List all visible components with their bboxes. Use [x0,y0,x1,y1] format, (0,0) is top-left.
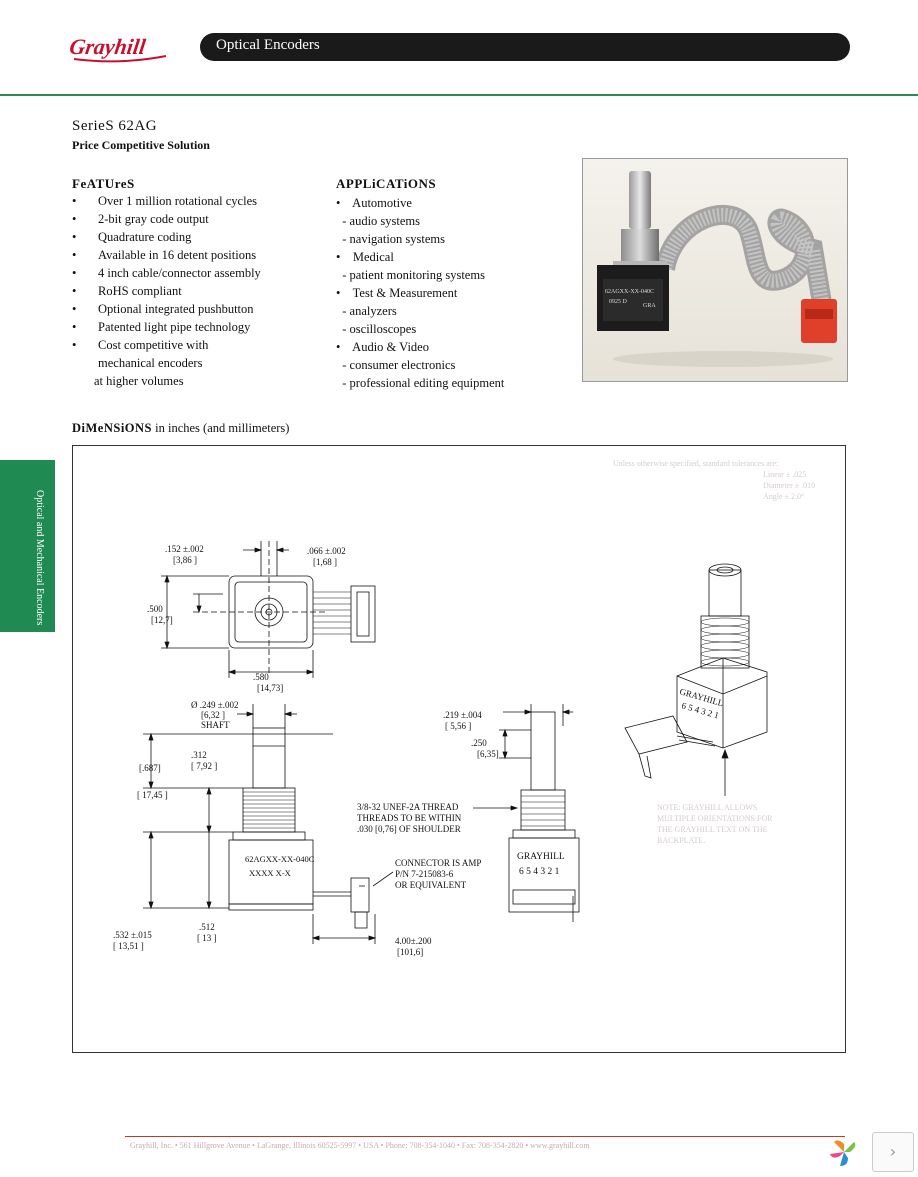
viewer-logo-icon [822,1132,868,1172]
note-thread-2: THREADS TO BE WITHIN [357,813,462,823]
list-item: •2-bit gray code output [72,212,209,226]
tolerance-angle: Angle ± 2.0° [763,492,804,501]
dim-400-mm: [101,6] [397,947,423,957]
iso-note-4: BACKPLATE. [657,836,705,845]
list-item: •Patented light pipe technology [72,320,251,334]
dim-532: .532 ±.015 [113,930,152,940]
dim-312-mm: [ 7,92 ] [191,761,217,771]
list-item: - navigation systems [336,232,446,246]
list-item: • Medical [336,250,394,264]
list-item: - analyzers [336,304,397,318]
dim-219-mm: [ 5,56 ] [445,721,471,731]
dim-250-mm: [6,35] [477,749,499,759]
dimension-drawing: Unless otherwise specified, standard tol… [72,445,846,1053]
list-item: •Quadrature coding [72,230,192,244]
applications-list: • Automotive - audio systems - navigatio… [336,194,504,392]
dim-shaft-dia-mm: [6,32 ] [201,710,225,720]
photo-part-label: 62AGXX-XX-040C [605,289,654,295]
features-heading: FeATUreS [72,176,135,191]
dim-580: .580 [253,672,269,682]
list-item: - consumer electronics [336,358,456,372]
dim-shaft-dia: Ø .249 ±.002 [191,700,238,710]
front-brand: GRAYHILL [517,852,565,862]
note-thread-1: 3/8-32 UNEF-2A THREAD [357,802,459,812]
list-item: •RoHS compliant [72,284,182,298]
product-photo: 62AGXX-XX-040C 0925 D GRA [582,158,848,382]
dimensions-heading: DiMeNSiONS in inches (and millimeters) [72,421,290,435]
list-item: •Over 1 million rotational cycles [72,194,257,208]
header-bar: Optical Encoders [200,33,850,61]
iso-note-1: NOTE: GRAYHILL ALLOWS [657,803,757,812]
next-page-button[interactable]: › [872,1132,914,1172]
iso-note-2: MULTIPLE ORIENTATIONS FOR [657,814,773,823]
list-item: •Cost competitive with [72,338,209,352]
note-thread-3: .030 [0,76] OF SHOULDER [357,824,461,834]
dim-512-mm: [ 13 ] [197,933,217,943]
list-item: •4 inch cable/connector assembly [72,266,261,280]
dim-066-mm: [1,68 ] [313,557,337,567]
page-title: Optical Encoders [216,37,320,53]
applications-heading: APPLiCATiONS [336,176,437,191]
grayhill-logo: Grayhill [68,30,170,66]
dim-066: .066 ±.002 [307,546,346,556]
list-item: - professional editing equipment [336,376,505,390]
dim-687: [.687] [139,763,161,773]
footer-text: Grayhill, Inc. • 561 Hillgrove Avenue • … [130,1141,590,1150]
list-item: •Available in 16 detent positions [72,248,257,262]
features-list: •Over 1 million rotational cycles •2-bit… [72,192,261,390]
dim-312: .312 [191,750,207,760]
tolerance-linear: Linear ± .025 [763,470,806,479]
section-side-tab: Optical and Mechanical Encoders [0,460,55,632]
list-item: •Optional integrated pushbutton [72,302,254,316]
list-item: • Automotive [336,196,412,210]
list-item: mechanical encoders [98,356,203,370]
header-divider [0,94,918,96]
dim-152-mm: [3,86 ] [173,555,197,565]
dim-500: .500 [147,604,163,614]
note-connector-1: CONNECTOR IS AMP [395,858,481,868]
list-item: - patient monitoring systems [336,268,485,282]
note-connector-2: P/N 7-215083-6 [395,869,454,879]
front-pins: 6 5 4 3 2 1 [519,867,560,877]
dim-152: .152 ±.002 [165,544,204,554]
dim-532-mm: [ 13,51 ] [113,941,144,951]
tolerance-title: Unless otherwise specified, standard tol… [613,459,778,468]
dim-1745: [ 17,45 ] [137,790,168,800]
list-item: • Audio & Video [336,340,429,354]
footer-divider [125,1136,845,1137]
list-item: - oscilloscopes [336,322,417,336]
list-item: - audio systems [336,214,421,228]
list-item: • Test & Measurement [336,286,458,300]
dim-512: .512 [199,922,215,932]
note-connector-3: OR EQUIVALENT [395,880,467,890]
dim-250: .250 [471,738,487,748]
photo-brand-label: GRA [643,303,656,309]
photo-date-label: 0925 D [609,299,628,305]
dim-580-mm: [14,73] [257,683,283,693]
dim-shaft-label: SHAFT [201,720,230,730]
list-item: at higher volumes [94,374,184,388]
dim-219: .219 ±.004 [443,710,482,720]
grayhill-logo-text: Grayhill [70,34,148,59]
part-label-line1: 62AGXX-XX-040C [245,854,315,864]
tolerance-diameter: Diameter ± .010 [763,481,815,490]
iso-note-3: THE GRAYHILL TEXT ON THE [657,825,768,834]
dim-400: 4.00±.200 [395,936,432,946]
part-label-line2: XXXX X-X [249,868,291,878]
series-title: SerieS 62AG [72,118,158,134]
series-subtitle: Price Competitive Solution [72,138,210,152]
dim-500-mm: [12,7] [151,615,173,625]
